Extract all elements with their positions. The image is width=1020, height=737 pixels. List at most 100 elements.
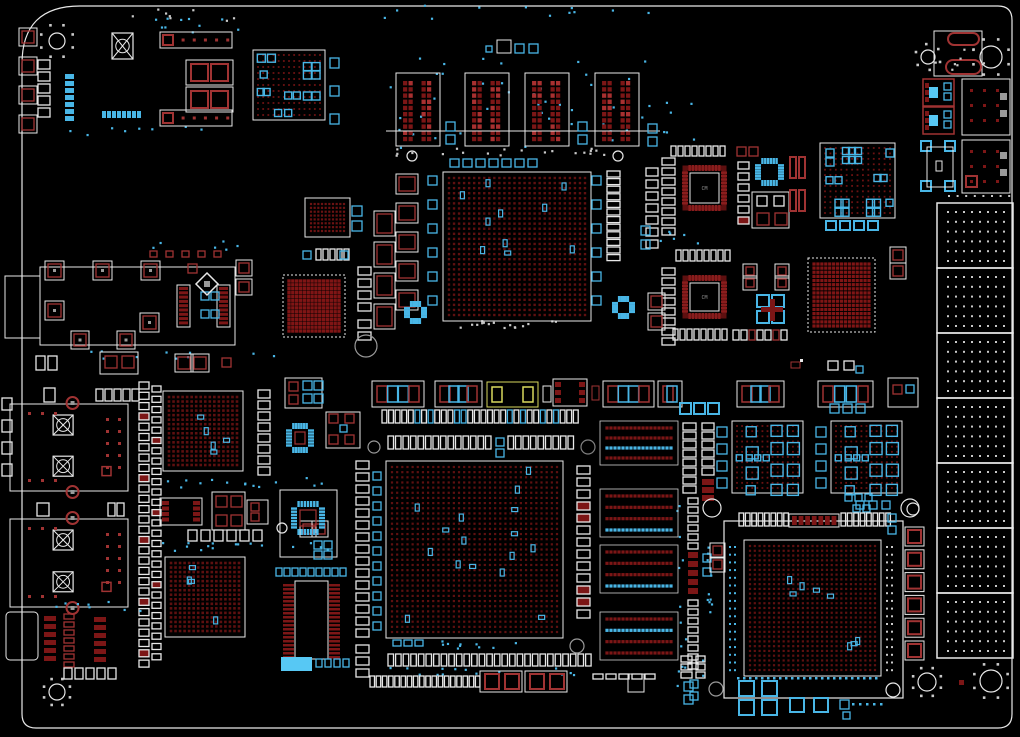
hole-small-left[interactable] bbox=[276, 522, 288, 534]
socket-cyan-square-tiny[interactable] bbox=[842, 711, 851, 720]
edge-connector-6[interactable] bbox=[936, 527, 1014, 594]
soic8-body[interactable] bbox=[552, 378, 588, 407]
memory-chip-2[interactable] bbox=[464, 72, 510, 147]
fiducial-bottom-left[interactable] bbox=[42, 677, 72, 707]
mount-hole-bga-left[interactable] bbox=[406, 150, 418, 162]
cyan-pads-bga-s1[interactable] bbox=[351, 205, 363, 232]
mount-hole-bga-right[interactable] bbox=[612, 150, 624, 162]
stripe-module-1[interactable] bbox=[599, 420, 679, 466]
cyan-pads-bga-bottom-inside[interactable] bbox=[392, 639, 424, 647]
socket-cyan-squares-1[interactable] bbox=[738, 680, 778, 697]
edge-connector-7[interactable] bbox=[936, 592, 1014, 659]
socket-header-right[interactable] bbox=[840, 512, 892, 527]
quad-module-pads-bottom[interactable] bbox=[215, 514, 243, 527]
osc-module-2-pins[interactable] bbox=[925, 111, 929, 130]
dark-module-red-pads[interactable] bbox=[756, 212, 788, 226]
soic8-pins-l[interactable] bbox=[555, 382, 561, 403]
white-pads-small-row[interactable] bbox=[827, 360, 855, 371]
module-a-body[interactable] bbox=[284, 377, 323, 409]
fiducial-bga-bottom-left[interactable] bbox=[367, 440, 381, 454]
module-b-red-top[interactable] bbox=[328, 413, 355, 424]
module-right-1[interactable] bbox=[731, 420, 804, 497]
cap-col-qfp2[interactable] bbox=[661, 267, 676, 346]
cap-col-left-low[interactable] bbox=[355, 644, 370, 678]
red-pad-left-single[interactable] bbox=[221, 357, 232, 368]
bga-main-bottom[interactable] bbox=[385, 460, 564, 639]
usb-connector-body[interactable] bbox=[39, 266, 236, 346]
tsop-cyan-fill[interactable] bbox=[281, 657, 312, 671]
top-cluster-pads[interactable] bbox=[514, 43, 539, 54]
qfn-below-bga-left[interactable] bbox=[404, 301, 427, 324]
socket-outer[interactable] bbox=[723, 520, 904, 699]
edge-pads-left-mid[interactable] bbox=[1, 397, 13, 477]
module-right-2[interactable] bbox=[830, 420, 903, 497]
crystal-right-corners-top[interactable] bbox=[920, 140, 956, 152]
cap-row-left-bottom[interactable] bbox=[187, 529, 263, 542]
tsop-pins-right[interactable] bbox=[329, 584, 340, 659]
edge-connector-3[interactable] bbox=[936, 332, 1014, 399]
cyan-squares-above-socket[interactable] bbox=[855, 500, 891, 510]
module-top-left[interactable] bbox=[252, 49, 326, 121]
rj45-jack-b[interactable] bbox=[9, 511, 129, 615]
sub-module-body[interactable] bbox=[246, 499, 269, 525]
hole-socket-bl[interactable] bbox=[708, 681, 724, 697]
cross-module-hbar[interactable] bbox=[761, 307, 783, 312]
red-col-stripes[interactable] bbox=[688, 552, 698, 594]
ic-pair-a[interactable] bbox=[185, 59, 234, 86]
top-cluster-pad-small[interactable] bbox=[485, 45, 493, 53]
qfn-module-cyan-1[interactable] bbox=[313, 540, 333, 550]
cyan-pair-left-of-qfp[interactable] bbox=[640, 225, 651, 250]
header-row-bga-bottom-low[interactable] bbox=[387, 653, 592, 667]
usb-pin-bracket-2[interactable] bbox=[216, 284, 231, 328]
bga-left-1[interactable] bbox=[162, 390, 244, 472]
qfn-cyan-right[interactable] bbox=[755, 158, 784, 186]
red-pads-pair-r2[interactable] bbox=[774, 263, 790, 291]
bga-small-2[interactable] bbox=[282, 274, 346, 338]
cyan-pad-small-row[interactable] bbox=[855, 365, 864, 374]
tsop-body[interactable] bbox=[294, 580, 329, 660]
cap-column-tl[interactable] bbox=[37, 59, 51, 118]
usb-connector-tab[interactable] bbox=[4, 275, 41, 339]
pad-row-mid-a[interactable] bbox=[381, 409, 579, 424]
cap-row-mid[interactable] bbox=[315, 248, 350, 261]
passive-3[interactable] bbox=[602, 380, 655, 408]
module-b-red-bottom[interactable] bbox=[328, 434, 355, 445]
mount-hole-rmid-1[interactable] bbox=[702, 498, 722, 518]
crystal-yellow[interactable] bbox=[486, 381, 539, 408]
socket-header-cyan[interactable] bbox=[887, 513, 897, 535]
module-right-row-cyan[interactable] bbox=[905, 384, 915, 394]
audio-jack-1[interactable] bbox=[947, 32, 980, 46]
red-pads-above-qfn[interactable] bbox=[736, 146, 759, 157]
pad-row-mixed-right[interactable] bbox=[732, 329, 788, 341]
qfn-module-outline[interactable] bbox=[279, 489, 338, 558]
header-top-b[interactable] bbox=[159, 109, 233, 127]
crystal-right-corners-bottom[interactable] bbox=[920, 180, 956, 192]
fiducial-tr-small[interactable] bbox=[914, 42, 942, 72]
sub-module-pads[interactable] bbox=[250, 502, 260, 522]
usb-mount-pad-low[interactable] bbox=[139, 312, 160, 333]
header-row-bga-bottom-2[interactable] bbox=[507, 435, 575, 450]
cyan-pads-tl-right[interactable] bbox=[329, 57, 340, 125]
fiducial-bottom-right[interactable] bbox=[973, 663, 1009, 699]
cap-col-mid-a[interactable] bbox=[357, 266, 372, 312]
cap-col-qfp1[interactable] bbox=[661, 157, 676, 236]
red-module-bottom-2-pads[interactable] bbox=[529, 673, 565, 690]
osc-module-2[interactable] bbox=[922, 106, 955, 135]
passive-4[interactable] bbox=[657, 380, 683, 408]
bga-socket-inner[interactable] bbox=[743, 539, 882, 677]
drill-hole-mid[interactable] bbox=[354, 334, 378, 358]
right-connector-2-pins[interactable] bbox=[970, 150, 999, 183]
passive-1[interactable] bbox=[371, 380, 425, 408]
tsop-cyan-row-bottom[interactable] bbox=[315, 658, 350, 668]
bl-red-col-2[interactable] bbox=[63, 613, 75, 668]
usb-pin-bracket-1[interactable] bbox=[176, 284, 191, 328]
quad-module-pads-top[interactable] bbox=[215, 495, 243, 508]
pad-row-above-qfp1[interactable] bbox=[670, 145, 726, 157]
cyan-row-below-mod-r3[interactable] bbox=[825, 220, 879, 231]
red-vpair-1[interactable] bbox=[789, 156, 806, 179]
right-connector-1[interactable] bbox=[961, 78, 1011, 136]
fiducial-top-left[interactable] bbox=[39, 23, 75, 59]
header-row-bga-bottom-1[interactable] bbox=[387, 435, 492, 450]
module-b-body[interactable] bbox=[325, 411, 361, 449]
cyan-pad-mid-b[interactable] bbox=[339, 250, 349, 260]
